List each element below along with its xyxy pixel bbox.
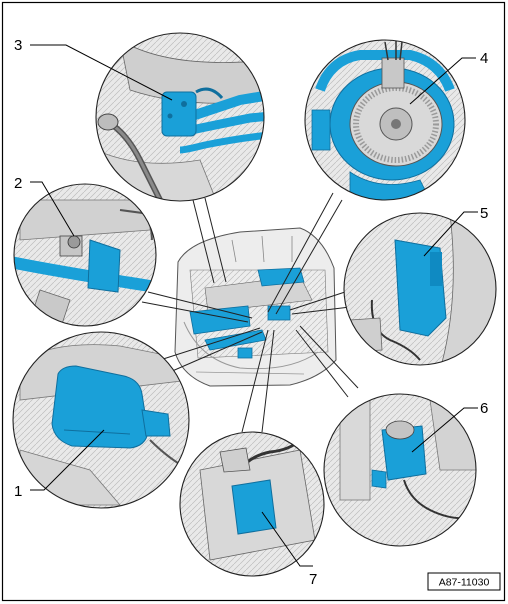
callout-label-1: 1 — [14, 483, 22, 500]
pointer-2 — [30, 181, 75, 237]
detail-circle-6 — [323, 393, 477, 547]
pointer-1 — [30, 429, 105, 491]
pointer-3 — [30, 44, 173, 101]
reference-code: A87-11030 — [439, 577, 490, 589]
callout-label-5: 5 — [480, 205, 488, 222]
callout-label-4: 4 — [480, 50, 488, 67]
leader-lines — [141, 192, 359, 433]
callout-label-7: 7 — [309, 571, 317, 588]
detail-circle-4 — [304, 39, 466, 201]
detail-circle-5 — [343, 212, 497, 366]
vehicle-overview — [174, 227, 337, 387]
callout-label-2: 2 — [14, 175, 22, 192]
callout-label-6: 6 — [480, 400, 488, 417]
pointer-4 — [409, 57, 476, 105]
pointer-5 — [423, 211, 478, 257]
callout-label-3: 3 — [14, 37, 22, 54]
pointer-7 — [261, 511, 313, 567]
reference-code-box — [427, 572, 501, 591]
callout-pointers — [30, 44, 478, 567]
detail-circle-1 — [12, 331, 190, 509]
detail-circle-7 — [179, 431, 325, 577]
detail-circle-3 — [95, 32, 265, 202]
pointer-6 — [411, 407, 478, 453]
